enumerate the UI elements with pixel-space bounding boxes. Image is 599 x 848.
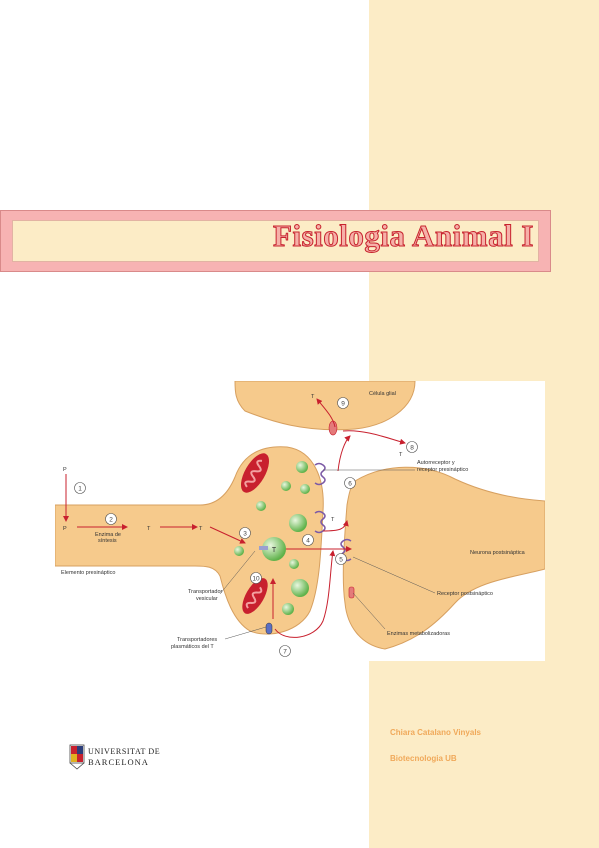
label-p-axon: P bbox=[63, 526, 67, 532]
step-8: 8 bbox=[410, 445, 414, 452]
title-banner: Fisiologia Animal I bbox=[0, 210, 551, 272]
step-7: 7 bbox=[283, 649, 287, 656]
autoreceptor bbox=[314, 462, 326, 486]
plasma-transporter bbox=[265, 622, 273, 635]
step-9: 9 bbox=[341, 401, 345, 408]
label-neurona-postsinaptica: Neurona postsináptica bbox=[470, 550, 526, 556]
pathway-arrows bbox=[63, 398, 406, 638]
logo-line-1: UNIVERSITAT DE bbox=[88, 747, 160, 756]
label-receptor-presinaptico: receptor presináptico bbox=[417, 467, 468, 473]
label-celula-glial: Célula glial bbox=[369, 391, 396, 397]
presynaptic-receptor bbox=[314, 510, 326, 534]
title-inner-panel bbox=[12, 220, 539, 262]
label-transportador: Transportador bbox=[188, 589, 223, 595]
step-2: 2 bbox=[109, 517, 113, 524]
step-6: 6 bbox=[348, 481, 352, 488]
step-5: 5 bbox=[339, 557, 343, 564]
postsynaptic-neuron bbox=[342, 466, 545, 650]
step-markers: 1 2 3 4 5 6 7 8 9 10 bbox=[74, 397, 418, 657]
label-t-axon-2: T bbox=[199, 526, 203, 532]
label-t-cleft: T bbox=[331, 517, 335, 523]
glial-transporter bbox=[328, 420, 338, 436]
label-autorreceptor: Autorreceptor y bbox=[417, 460, 455, 466]
step-1: 1 bbox=[78, 486, 82, 493]
vesicle-t-label: T bbox=[272, 547, 277, 554]
label-plasmaticos: plasmáticos del T bbox=[171, 644, 214, 650]
ub-seal-icon bbox=[69, 744, 85, 770]
label-enzima: Enzima de bbox=[95, 532, 121, 538]
program-name: Biotecnologia UB bbox=[390, 754, 457, 763]
author-name: Chiara Catalano Vinyals bbox=[390, 728, 481, 737]
label-sintesis: síntesis bbox=[98, 538, 117, 544]
label-t-diffusion: T bbox=[399, 452, 403, 458]
label-vesicular: vesicular bbox=[196, 596, 218, 602]
logo-line-2: BARCELONA bbox=[88, 757, 149, 767]
label-enzimas-metabolizadoras: Enzimas metabolizadoras bbox=[387, 631, 450, 637]
step-3: 3 bbox=[243, 531, 247, 538]
label-p-top: P bbox=[63, 467, 67, 473]
label-elemento-presinaptico: Elemento presináptico bbox=[61, 570, 115, 576]
leader-lines bbox=[219, 469, 436, 640]
mitochondrion-bottom bbox=[242, 578, 268, 614]
vesicles: T bbox=[234, 461, 310, 615]
step-4: 4 bbox=[306, 538, 310, 545]
label-transportadores: Transportadores bbox=[177, 637, 217, 643]
label-receptor-postsinaptico: Receptor postsináptico bbox=[437, 591, 493, 597]
synapse-diagram: T 1 2 3 4 5 6 bbox=[55, 381, 545, 657]
mitochondrion-top bbox=[241, 453, 269, 493]
label-t-axon-1: T bbox=[147, 526, 151, 532]
label-t-glial: T bbox=[311, 394, 315, 400]
glial-cell bbox=[234, 381, 416, 431]
vesicular-transporter bbox=[259, 546, 268, 550]
synapse-figure: T 1 2 3 4 5 6 bbox=[55, 381, 545, 661]
universitat-barcelona-logo: UNIVERSITAT DE BARCELONA bbox=[69, 744, 160, 770]
step-10: 10 bbox=[252, 576, 260, 583]
page-title: Fisiologia Animal I bbox=[273, 218, 534, 254]
metabolizing-enzyme bbox=[348, 586, 355, 599]
